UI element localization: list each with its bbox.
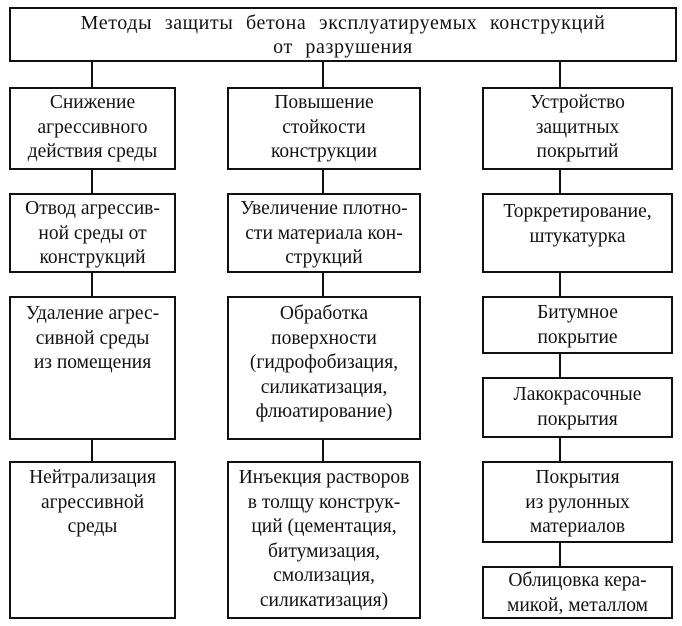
item-injection-text: Инъекция растворов в толщу конструк- ций… [238,467,410,611]
item-paint-coatings: Лакокрасочные покрытия [482,377,673,438]
header-reduce-aggression-text: Снижение агрессивного действия среды [27,92,158,162]
diagram-title-text: Методы защиты бетона эксплуатируемых кон… [80,12,606,58]
header-protective-coatings: Устройство защитных покрытий [482,87,673,170]
item-neutralization-text: Нейтрализация агрессивной среды [29,467,156,537]
header-reduce-aggression: Снижение агрессивного действия среды [9,87,176,170]
item-shotcrete-plaster: Торкретирование, штукатурка [482,193,673,273]
header-increase-resistance-text: Повышение стойкости конструкции [270,92,378,162]
item-cladding-text: Облицовка кера- микой, металлом [507,570,648,616]
item-cladding: Облицовка кера- микой, металлом [482,566,673,619]
item-increase-density-text: Увеличение плотно- сти материала кон- ст… [240,198,408,268]
item-surface-treatment: Обработка поверхности (гидрофобизация, с… [227,296,421,440]
item-shotcrete-plaster-text: Торкретирование, штукатурка [503,201,652,247]
item-bitumen-coating-text: Битумное покрытие [537,302,618,348]
item-remove-medium-text: Удаление агрес- сивной среды из помещени… [25,303,160,373]
header-protective-coatings-text: Устройство защитных покрытий [530,92,625,162]
header-increase-resistance: Повышение стойкости конструкции [227,87,421,170]
item-paint-coatings-text: Лакокрасочные покрытия [513,384,642,430]
item-roll-materials-text: Покрытия из рулонных материалов [525,467,630,537]
diagram-title: Методы защиты бетона эксплуатируемых кон… [9,7,677,62]
item-divert-medium-text: Отвод агрессив- ной среды от конструкций [25,198,160,268]
item-neutralization: Нейтрализация агрессивной среды [9,461,176,619]
item-surface-treatment-text: Обработка поверхности (гидрофобизация, с… [249,303,399,422]
item-divert-medium: Отвод агрессив- ной среды от конструкций [9,193,176,273]
item-injection: Инъекция растворов в толщу конструк- ций… [227,461,421,619]
item-increase-density: Увеличение плотно- сти материала кон- ст… [227,193,421,273]
item-roll-materials: Покрытия из рулонных материалов [482,461,673,543]
item-bitumen-coating: Битумное покрытие [482,296,673,354]
item-remove-medium: Удаление агрес- сивной среды из помещени… [9,296,176,440]
